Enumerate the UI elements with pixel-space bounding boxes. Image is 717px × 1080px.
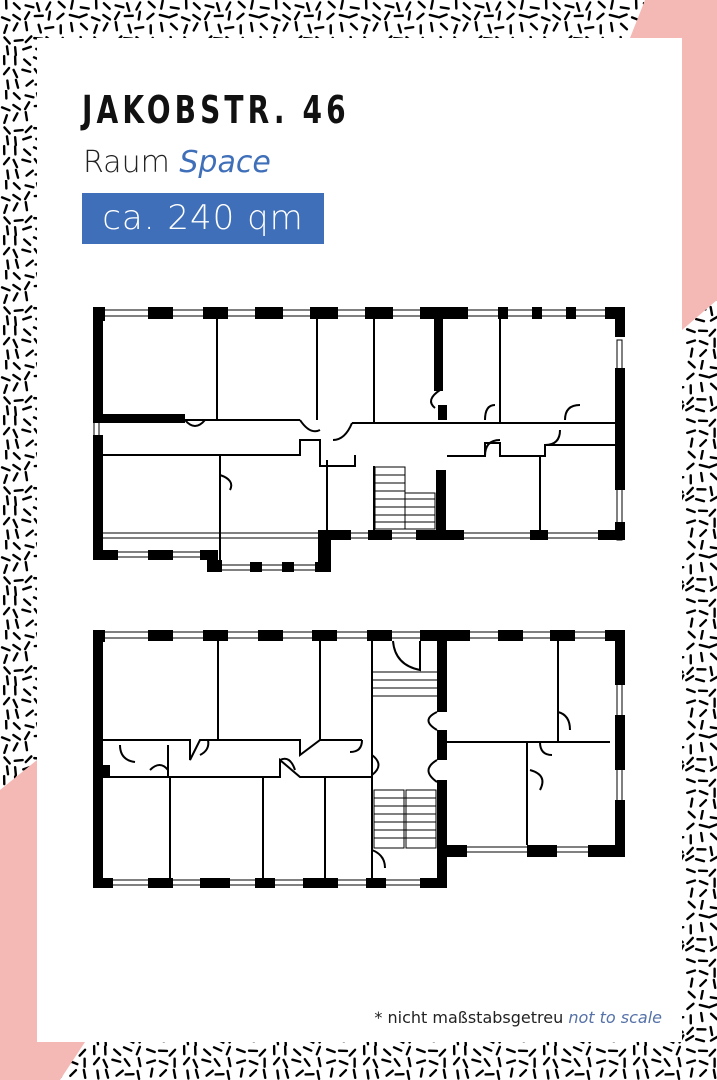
subtitle: Raum Space: [83, 145, 271, 180]
pink-corner-bottom-left: [0, 760, 85, 1080]
scale-note-de: * nicht maßstabsgetreu: [374, 1008, 564, 1027]
subtitle-en: Space: [179, 145, 271, 180]
page-title: JAKOBSTR. 46: [82, 88, 350, 132]
floor-plan-lower: [93, 630, 625, 888]
scale-note: * nicht maßstabsgetreu not to scale: [374, 1008, 662, 1027]
area-badge: ca. 240 qm: [82, 193, 324, 244]
pink-corner-top-right: [630, 0, 717, 330]
scale-note-en: not to scale: [568, 1008, 662, 1027]
subtitle-de: Raum: [83, 145, 170, 180]
floor-plan-upper: [93, 307, 625, 572]
